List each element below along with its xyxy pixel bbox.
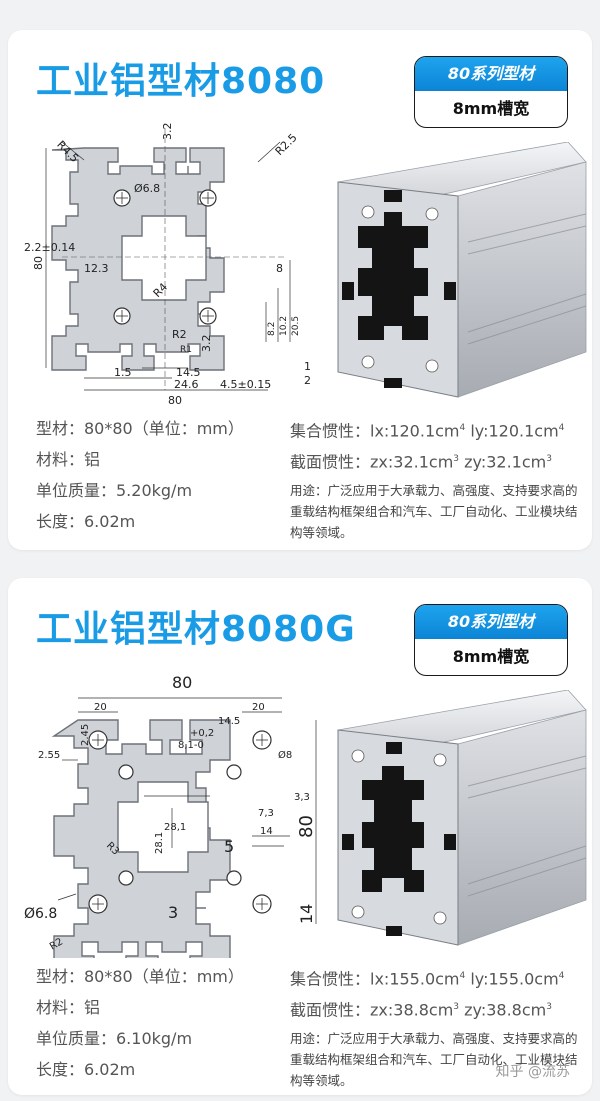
cross-section-drawing: R4.5 3.2 R2.5 Ø6.8 2.2±0.14 80 12.3 R4 8… (24, 123, 311, 408)
product-render-8080g (337, 690, 587, 946)
section-y-unit: 3 (546, 1002, 552, 1012)
dim-80-vertical: 80 (32, 256, 45, 270)
dim-r1: R1 (180, 345, 192, 355)
cross-section-drawing: 80 20 20 14.5 +0,2 8,1-0 2.45 2.55 Ø8 3,… (24, 673, 317, 958)
dim-80-vertical: 80 (296, 815, 317, 838)
dim-32-bottom: 3.2 (200, 335, 213, 353)
dim-tolerance: +0,2 (190, 728, 214, 739)
inertia-list: 集合惯性：lx:155.0cm4 ly:155.0cm4 截面惯性：zx:38.… (290, 961, 580, 1023)
dim-d68: Ø6.8 (134, 182, 160, 195)
dim-33: 3,3 (294, 792, 310, 803)
dim-45: 4.5±0.15 (220, 378, 271, 391)
section-x-unit: 3 (453, 454, 460, 464)
dim-d8: Ø8 (278, 749, 292, 761)
section-label: 截面惯性： (290, 452, 371, 472)
dim-15: 1.5 (114, 366, 132, 379)
product-title: 工业铝型材8080G (36, 609, 356, 650)
inertia-y-unit: 4 (558, 971, 565, 981)
dim-281-horizontal: 28,1 (164, 822, 186, 833)
dim-r2: R2 (172, 328, 187, 341)
usage-text: 用途：广泛应用于大承载力、高强度、支持要求高的重载结构框架组合和汽车、工厂自动化… (290, 1031, 578, 1088)
spec-model: 型材：80*80（单位：mm） (36, 967, 244, 986)
dim-281-vertical: 28.1 (154, 832, 165, 854)
dim-205: 20.5 (291, 316, 301, 336)
dim-20-left: 20 (94, 702, 107, 713)
dim-245: 2.45 (80, 724, 91, 746)
product-card-8080g: 工业铝型材8080G 80系列型材 8mm槽宽 (8, 578, 592, 1095)
section-x-unit: 3 (453, 1002, 460, 1012)
spec-model: 型材：80*80（单位：mm） (36, 419, 244, 438)
dim-d68: Ø6.8 (24, 906, 57, 922)
dim-2: 2 (304, 374, 311, 387)
section-x: zx:38.8cm (370, 1000, 454, 1020)
spec-material: 材料：铝 (36, 998, 101, 1017)
product-render-8080 (337, 142, 587, 398)
inertia-x-unit: 4 (459, 423, 466, 433)
spec-length: 长度：6.02m (36, 512, 136, 531)
series-label: 80系列型材 (415, 605, 567, 639)
dim-3: 3 (168, 903, 178, 922)
dim-73: 7,3 (258, 808, 274, 819)
section-y: zy:38.8cm (464, 1000, 547, 1020)
section-y: zy:32.1cm (464, 452, 547, 472)
spec-inertia: 集合惯性：lx:155.0cm4 ly:155.0cm4 (290, 961, 580, 992)
inertia-x-unit: 4 (459, 971, 466, 981)
product-title: 工业铝型材8080 (36, 61, 326, 102)
dim-r45: R4.5 (54, 138, 81, 165)
series-badge: 80系列型材 8mm槽宽 (414, 56, 568, 128)
dim-1: 1 (304, 360, 311, 373)
dim-r25: R2.5 (273, 131, 300, 158)
inertia-label: 集合惯性： (290, 969, 371, 989)
dim-145: 14.5 (218, 716, 240, 727)
dim-123: 12.3 (84, 262, 109, 275)
spec-weight: 单位质量：6.10kg/m (36, 1029, 193, 1048)
spec-inertia: 集合惯性：lx:120.1cm4 ly:120.1cm4 (290, 413, 580, 444)
product-card-8080: 工业铝型材8080 80系列型材 8mm槽宽 (8, 30, 592, 550)
series-badge: 80系列型材 8mm槽宽 (414, 604, 568, 676)
spec-section: 截面惯性：zx:32.1cm3 zy:32.1cm3 (290, 444, 580, 475)
dim-255: 2.55 (38, 750, 60, 761)
slot-width-label: 8mm槽宽 (452, 99, 530, 118)
spec-length: 长度：6.02m (36, 1060, 136, 1079)
dim-80-horizontal: 80 (172, 673, 192, 692)
inertia-y: ly:120.1cm (470, 421, 559, 441)
inertia-y-unit: 4 (558, 423, 565, 433)
section-label: 截面惯性： (290, 1000, 371, 1020)
series-label: 80系列型材 (415, 57, 567, 91)
slot-width-label: 8mm槽宽 (452, 647, 530, 666)
inertia-label: 集合惯性： (290, 421, 371, 441)
watermark: 知乎 @流苏 (495, 1064, 570, 1080)
inertia-list: 集合惯性：lx:120.1cm4 ly:120.1cm4 截面惯性：zx:32.… (290, 413, 580, 475)
dim-8: 8 (276, 262, 283, 275)
usage-text: 用途：广泛应用于大承载力、高强度、支持要求高的重载结构框架组合和汽车、工厂自动化… (290, 483, 578, 540)
dim-145: 14.5 (176, 366, 201, 379)
spec-list: 型材：80*80（单位：mm） 材料：铝 单位质量：5.20kg/m 长度：6.… (36, 413, 296, 537)
inertia-x: lx:120.1cm (370, 421, 460, 441)
section-x: zx:32.1cm (370, 452, 454, 472)
dim-102: 10.2 (279, 316, 289, 336)
dim-20-right: 20 (252, 702, 265, 713)
dim-14-large: 14 (297, 904, 316, 924)
dim-80-horizontal: 80 (168, 394, 182, 407)
spec-weight: 单位质量：5.20kg/m (36, 481, 193, 500)
dim-14-small: 14 (260, 826, 273, 837)
spec-section: 截面惯性：zx:38.8cm3 zy:38.8cm3 (290, 992, 580, 1023)
dim-5: 5 (224, 837, 234, 856)
inertia-y: ly:155.0cm (470, 969, 559, 989)
inertia-x: lx:155.0cm (370, 969, 460, 989)
spec-material: 材料：铝 (36, 450, 101, 469)
dim-22: 2.2±0.14 (24, 241, 75, 254)
dim-81: 8,1-0 (178, 740, 204, 751)
dim-246: 24.6 (174, 378, 199, 391)
dim-32-top: 3.2 (161, 123, 174, 141)
spec-list: 型材：80*80（单位：mm） 材料：铝 单位质量：6.10kg/m 长度：6.… (36, 961, 296, 1085)
dim-82: 8.2 (267, 322, 277, 336)
section-y-unit: 3 (546, 454, 552, 464)
